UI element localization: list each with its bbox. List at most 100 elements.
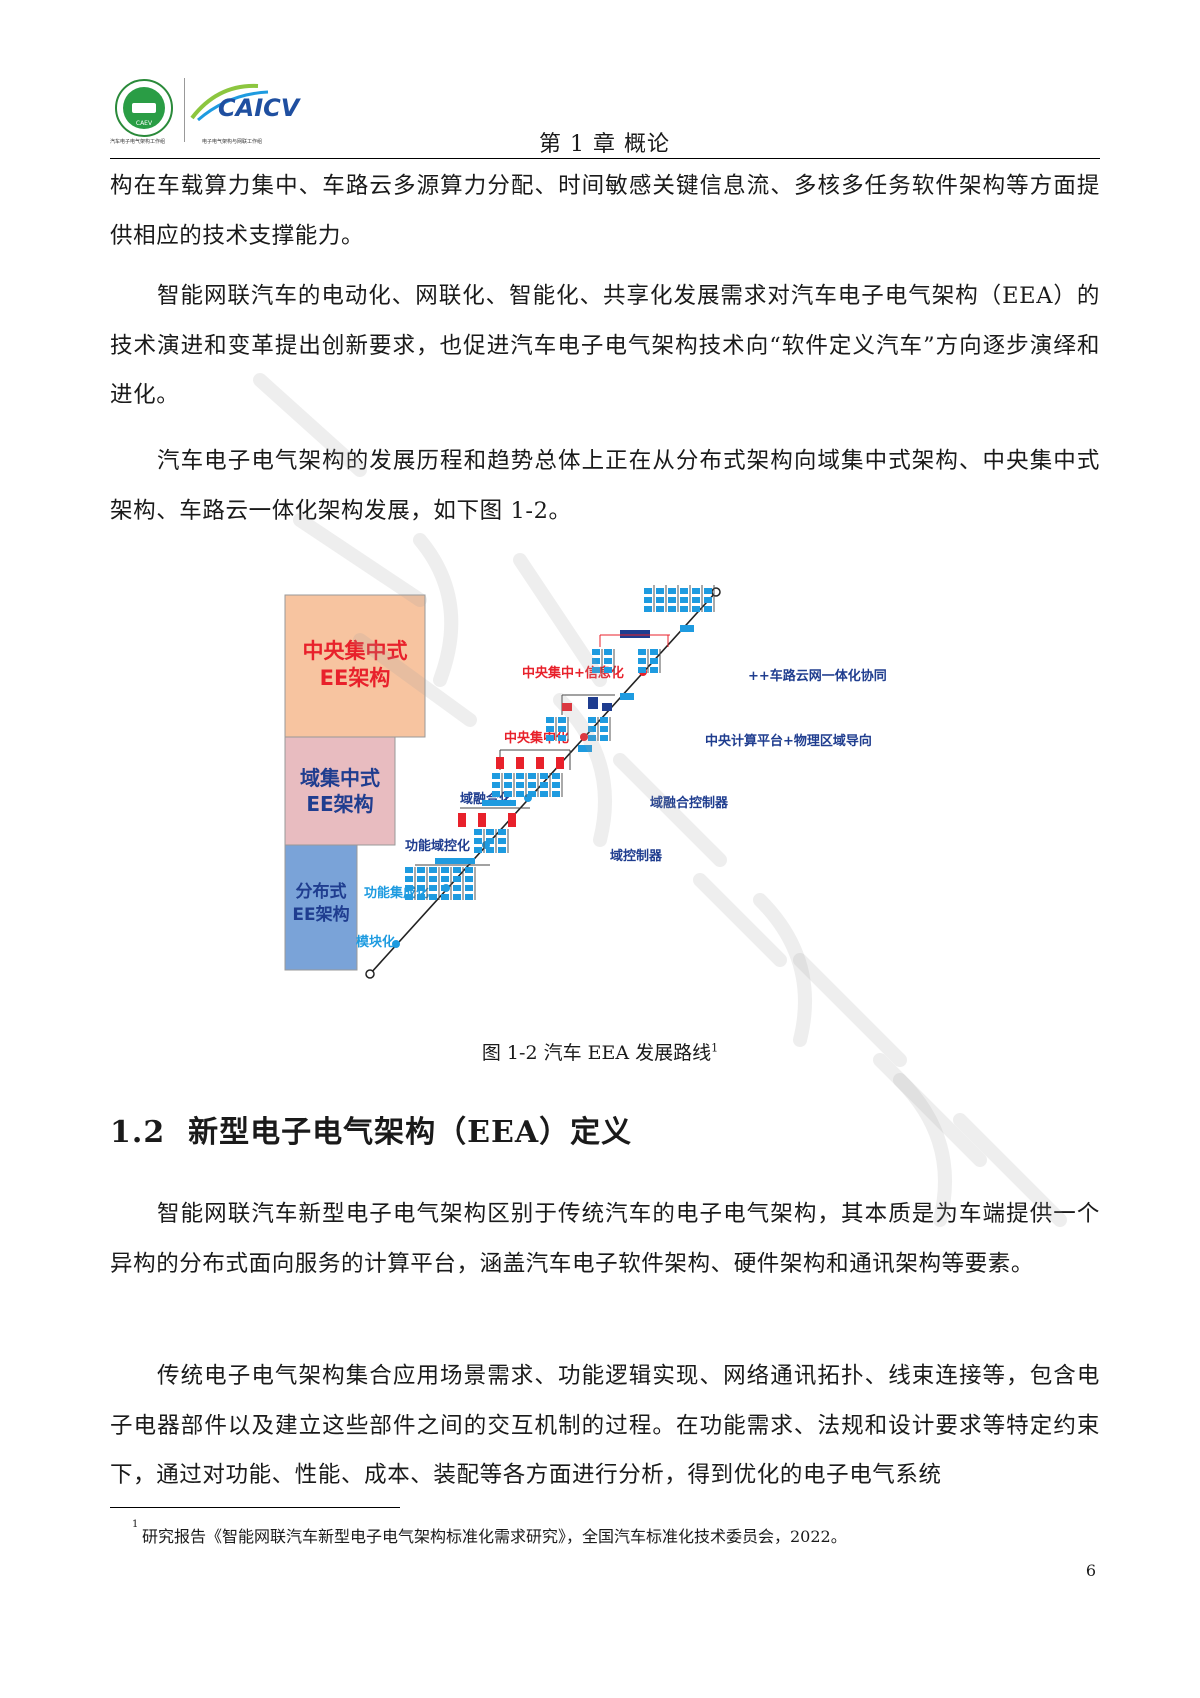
- domain-block-line1: 域集中式: [300, 766, 380, 790]
- ecu-node-29: [465, 885, 473, 891]
- ecu-node-112: [604, 658, 612, 664]
- stage-label-domain-control: 功能域控化: [405, 838, 470, 854]
- ecu-node-96: [588, 735, 596, 741]
- ecu-node-12: [429, 867, 437, 873]
- ecu-node-2: [405, 867, 413, 873]
- ecu-node-92: [558, 735, 566, 741]
- domain-block: [284, 736, 396, 846]
- ecu-node-83: [562, 703, 572, 711]
- distributed-block-line2: EE架构: [292, 904, 349, 925]
- paragraph-1: 构在车载算力集中、车路云多源算力分配、时间敏感关键信息流、多核多任务软件架构等方…: [110, 173, 1100, 249]
- ecu-node-53: [516, 757, 524, 769]
- ecu-node-8: [417, 876, 425, 882]
- ecu-node-34: [458, 813, 466, 827]
- ecu-node-108: [592, 658, 600, 664]
- section-title: 新型电子电气架构（EEA）定义: [188, 1115, 633, 1150]
- footnote-text: 研究报告《智能网联汽车新型电子电气架构标准化需求研究》，全国汽车标准化技术委员会…: [142, 1527, 847, 1546]
- ecu-node-24: [453, 885, 461, 891]
- ecu-node-111: [604, 649, 612, 655]
- ecu-node-70: [528, 791, 536, 797]
- ecu-node-55: [556, 757, 564, 769]
- ecu-node-98: [600, 717, 608, 723]
- ecu-node-113: [604, 667, 612, 673]
- ecu-node-66: [516, 791, 524, 797]
- ecu-node-30: [465, 894, 473, 900]
- ecu-node-19: [441, 885, 449, 891]
- ecu-node-154: [704, 597, 712, 603]
- desc-fusion-controller: 域融合控制器: [650, 795, 729, 811]
- ecu-node-150: [692, 606, 700, 612]
- ecu-node-77: [552, 782, 560, 788]
- ecu-node-133: [656, 588, 664, 594]
- ecu-node-41: [486, 829, 494, 835]
- desc-vehicle-cloud: ++车路云网一体化协同: [748, 668, 887, 684]
- footnote-marker: 1: [132, 1519, 139, 1530]
- ecu-node-17: [441, 867, 449, 873]
- svg-text:CAEV: CAEV: [136, 120, 153, 127]
- ecu-node-38: [474, 838, 482, 844]
- ecu-node-145: [680, 606, 688, 612]
- ecu-node-65: [516, 782, 524, 788]
- central-block: [284, 594, 426, 738]
- distributed-block-line1: 分布式: [296, 881, 347, 902]
- page-number: 6: [1085, 1561, 1096, 1580]
- ecu-node-14: [429, 885, 437, 891]
- ecu-node-7: [417, 867, 425, 873]
- ecu-node-52: [496, 757, 504, 769]
- ecu-node-10: [417, 894, 425, 900]
- ecu-node-148: [692, 588, 700, 594]
- ecu-node-28: [465, 876, 473, 882]
- caicv-logo-icon: CAICV: [190, 83, 302, 122]
- ecu-node-116: [638, 658, 646, 664]
- eea-roadmap-figure: 中央集中式 EE架构 域集中式 EE架构 分布式 EE架构 模块化 功能集成化 …: [270, 585, 970, 985]
- ecu-node-103: [620, 630, 650, 638]
- domain-block-line2: EE架构: [306, 792, 373, 816]
- ecu-node-130: [644, 606, 652, 612]
- caev-logo-icon: CAEV: [115, 79, 173, 137]
- ecu-node-119: [650, 649, 658, 655]
- ecu-node-140: [668, 606, 676, 612]
- ecu-node-120: [650, 658, 658, 664]
- ecu-node-15: [429, 894, 437, 900]
- architecture-illustrations: [405, 585, 715, 900]
- ecu-node-43: [486, 847, 494, 853]
- ecu-node-47: [498, 847, 506, 853]
- ecu-node-129: [644, 597, 652, 603]
- paragraph-5: 传统电子电气架构集合应用场景需求、功能逻辑实现、网络通讯拓扑、线束连接等，包含电…: [110, 1363, 1100, 1488]
- ecu-node-123: [680, 625, 694, 632]
- ecu-node-143: [680, 588, 688, 594]
- ecu-node-117: [638, 667, 646, 673]
- ecu-node-76: [552, 773, 560, 779]
- central-block-line1: 中央集中式: [303, 639, 408, 663]
- ecu-node-115: [638, 649, 646, 655]
- ecu-node-121: [650, 667, 658, 673]
- ecu-node-149: [692, 597, 700, 603]
- ecu-node-153: [704, 588, 712, 594]
- footnote-rule: [110, 1507, 400, 1509]
- ecu-node-87: [546, 726, 554, 732]
- figure-caption-text: 图 1-2 汽车 EEA 发展路线: [481, 1042, 712, 1064]
- ecu-node-69: [528, 782, 536, 788]
- stage-node-modular: [392, 940, 400, 948]
- desc-central-platform: 中央计算平台+物理区域导向: [705, 733, 872, 749]
- ecu-node-39: [474, 847, 482, 853]
- ecu-node-54: [536, 757, 544, 769]
- eea-roadmap-diagram: 中央集中式 EE架构 域集中式 EE架构 分布式 EE架构 模块化 功能集成化 …: [284, 585, 887, 979]
- ecu-node-107: [592, 649, 600, 655]
- ecu-node-0: [435, 858, 475, 864]
- ecu-node-32: [482, 800, 516, 806]
- ecu-node-135: [656, 606, 664, 612]
- ecu-node-18: [441, 876, 449, 882]
- paragraph-2: 智能网联汽车的电动化、网联化、智能化、共享化发展需求对汽车电子电气架构（EEA）…: [110, 283, 1100, 408]
- ecu-node-60: [504, 773, 512, 779]
- section-number: 1.2: [110, 1115, 166, 1150]
- distributed-block: [284, 844, 358, 971]
- ecu-node-139: [668, 597, 676, 603]
- ecu-node-86: [546, 717, 554, 723]
- ecu-node-9: [417, 885, 425, 891]
- roadmap-start-node: [365, 969, 375, 979]
- ecu-node-61: [504, 782, 512, 788]
- ecu-node-73: [540, 782, 548, 788]
- ecu-node-25: [453, 894, 461, 900]
- central-block-line2: EE架构: [320, 666, 391, 690]
